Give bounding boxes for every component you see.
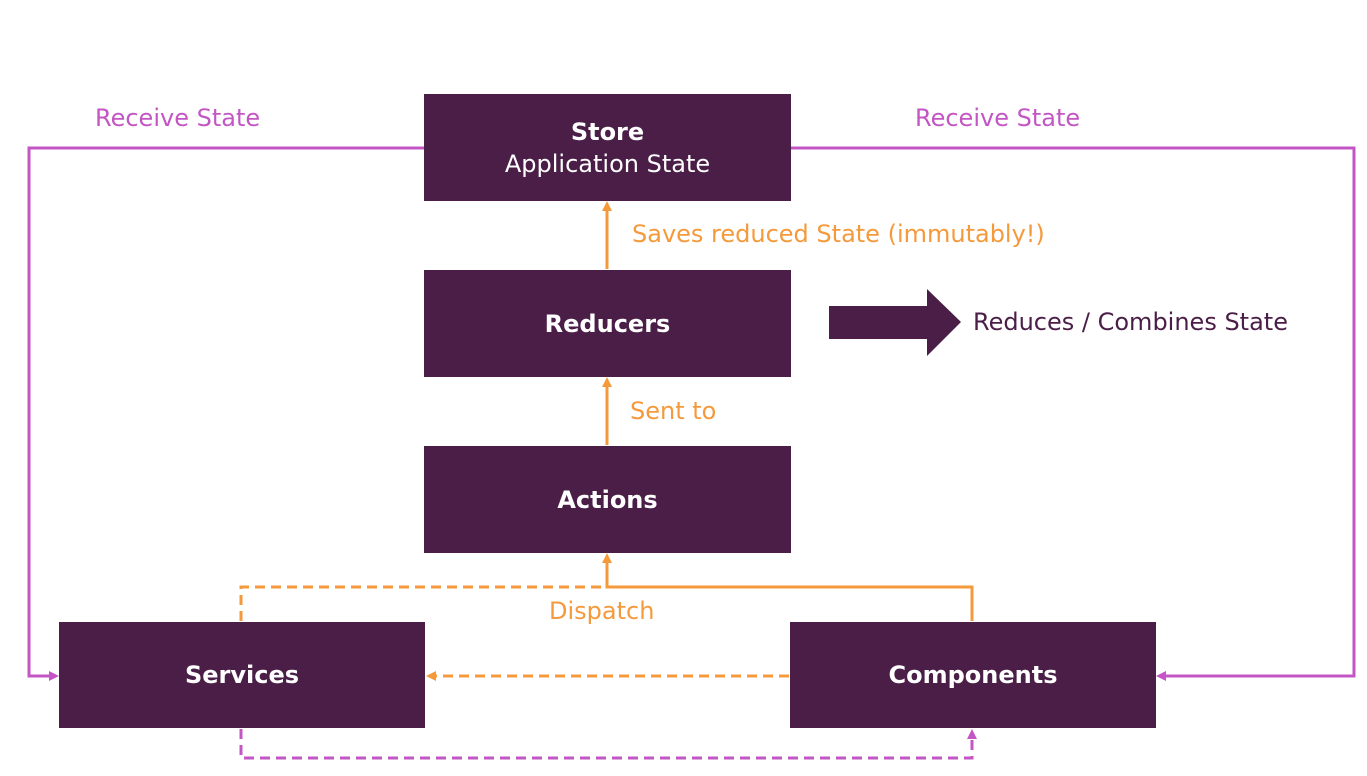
services-dispatch-connector <box>239 585 607 621</box>
actions-box: Actions <box>424 446 791 553</box>
sent-to-label: Sent to <box>630 397 717 425</box>
receive-state-right-label: Receive State <box>915 104 1081 132</box>
reduces-combines-state-label: Reduces / Combines State <box>973 308 1288 336</box>
services-title: Services <box>184 661 300 689</box>
receive-state-left-label: Receive State <box>95 104 261 132</box>
reducers-title: Reducers <box>544 309 671 338</box>
store-subtitle: Application State <box>504 149 711 178</box>
saves-reduced-state-label: Saves reduced State (immutably!) <box>632 220 1045 248</box>
store-title: Store <box>570 117 645 146</box>
receive-state-left-connector <box>27 146 424 681</box>
reducers-box: Reducers <box>424 270 791 377</box>
big-right-arrow <box>829 289 961 356</box>
dispatch-label: Dispatch <box>549 597 655 625</box>
services-to-components-connector <box>239 729 977 760</box>
receive-state-right-connector <box>791 146 1356 681</box>
actions-title: Actions <box>557 485 658 514</box>
components-dispatch-connector <box>602 553 974 621</box>
components-box: Components <box>790 622 1156 728</box>
components-title: Components <box>888 661 1058 689</box>
store-box: Store Application State <box>424 94 791 201</box>
services-box: Services <box>59 622 425 728</box>
